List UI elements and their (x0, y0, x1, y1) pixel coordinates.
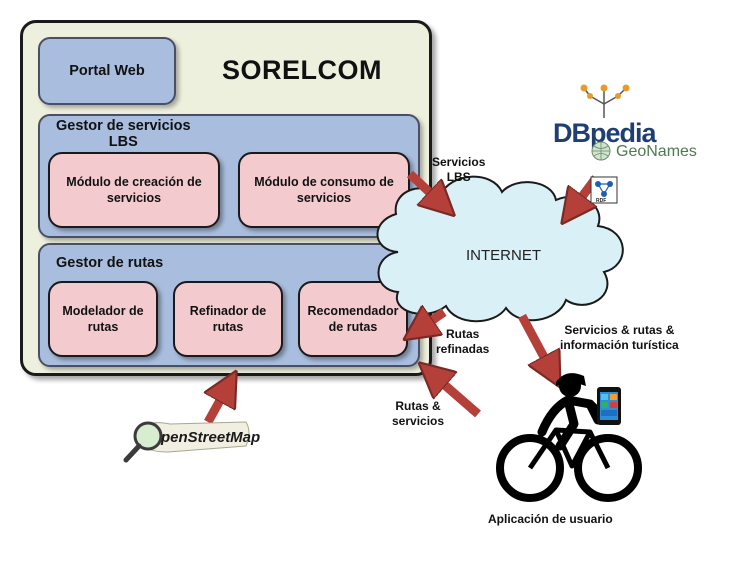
route-modeler-module: Modelador de rutas (48, 281, 158, 357)
geonames-logo: GeoNames (591, 141, 697, 161)
label-routes-services: Rutas & servicios (392, 399, 445, 428)
arrow-cloud-to-refiner (418, 312, 447, 330)
arrow-user-to-frame (432, 374, 481, 418)
dbpedia-logo: DBpedia (553, 84, 659, 148)
system-title: SORELCOM (222, 55, 383, 85)
arrow-cloud-to-user (518, 313, 552, 372)
smartphone-icon (597, 387, 621, 425)
label-services-routes-info: Servicios & rutas & información turístic… (560, 323, 679, 352)
geonames-wordmark: GeoNames (616, 143, 697, 160)
label-refined-routes: Rutas refinadas (436, 327, 490, 356)
svg-text:RDF: RDF (596, 198, 606, 204)
internet-label: INTERNET (466, 247, 541, 264)
portal-web-label: Portal Web (69, 63, 145, 79)
route-refiner-module: Refinador de rutas (173, 281, 283, 357)
routes-manager-title: Gestor de rutas (56, 255, 164, 271)
portal-web-box: Portal Web (38, 37, 176, 105)
openstreetmap-wordmark: penStreetMap (160, 429, 260, 446)
arrow-lbs-to-cloud (406, 170, 442, 204)
rdf-icon: RDF (590, 176, 618, 204)
service-creation-module: Módulo de creación de servicios (48, 152, 220, 228)
service-consumption-module: Módulo de consumo de servicios (238, 152, 410, 228)
arrow-osm-to-frame (208, 386, 228, 425)
magnifier-icon (133, 421, 163, 451)
openstreetmap-logo: penStreetMap (123, 421, 260, 463)
label-lbs-services: Servicios LBS (432, 155, 486, 184)
user-application-label: Aplicación de usuario (488, 512, 613, 526)
cyclist-icon (496, 373, 642, 502)
lbs-manager-title: Gestor de servicios LBS (56, 118, 191, 150)
